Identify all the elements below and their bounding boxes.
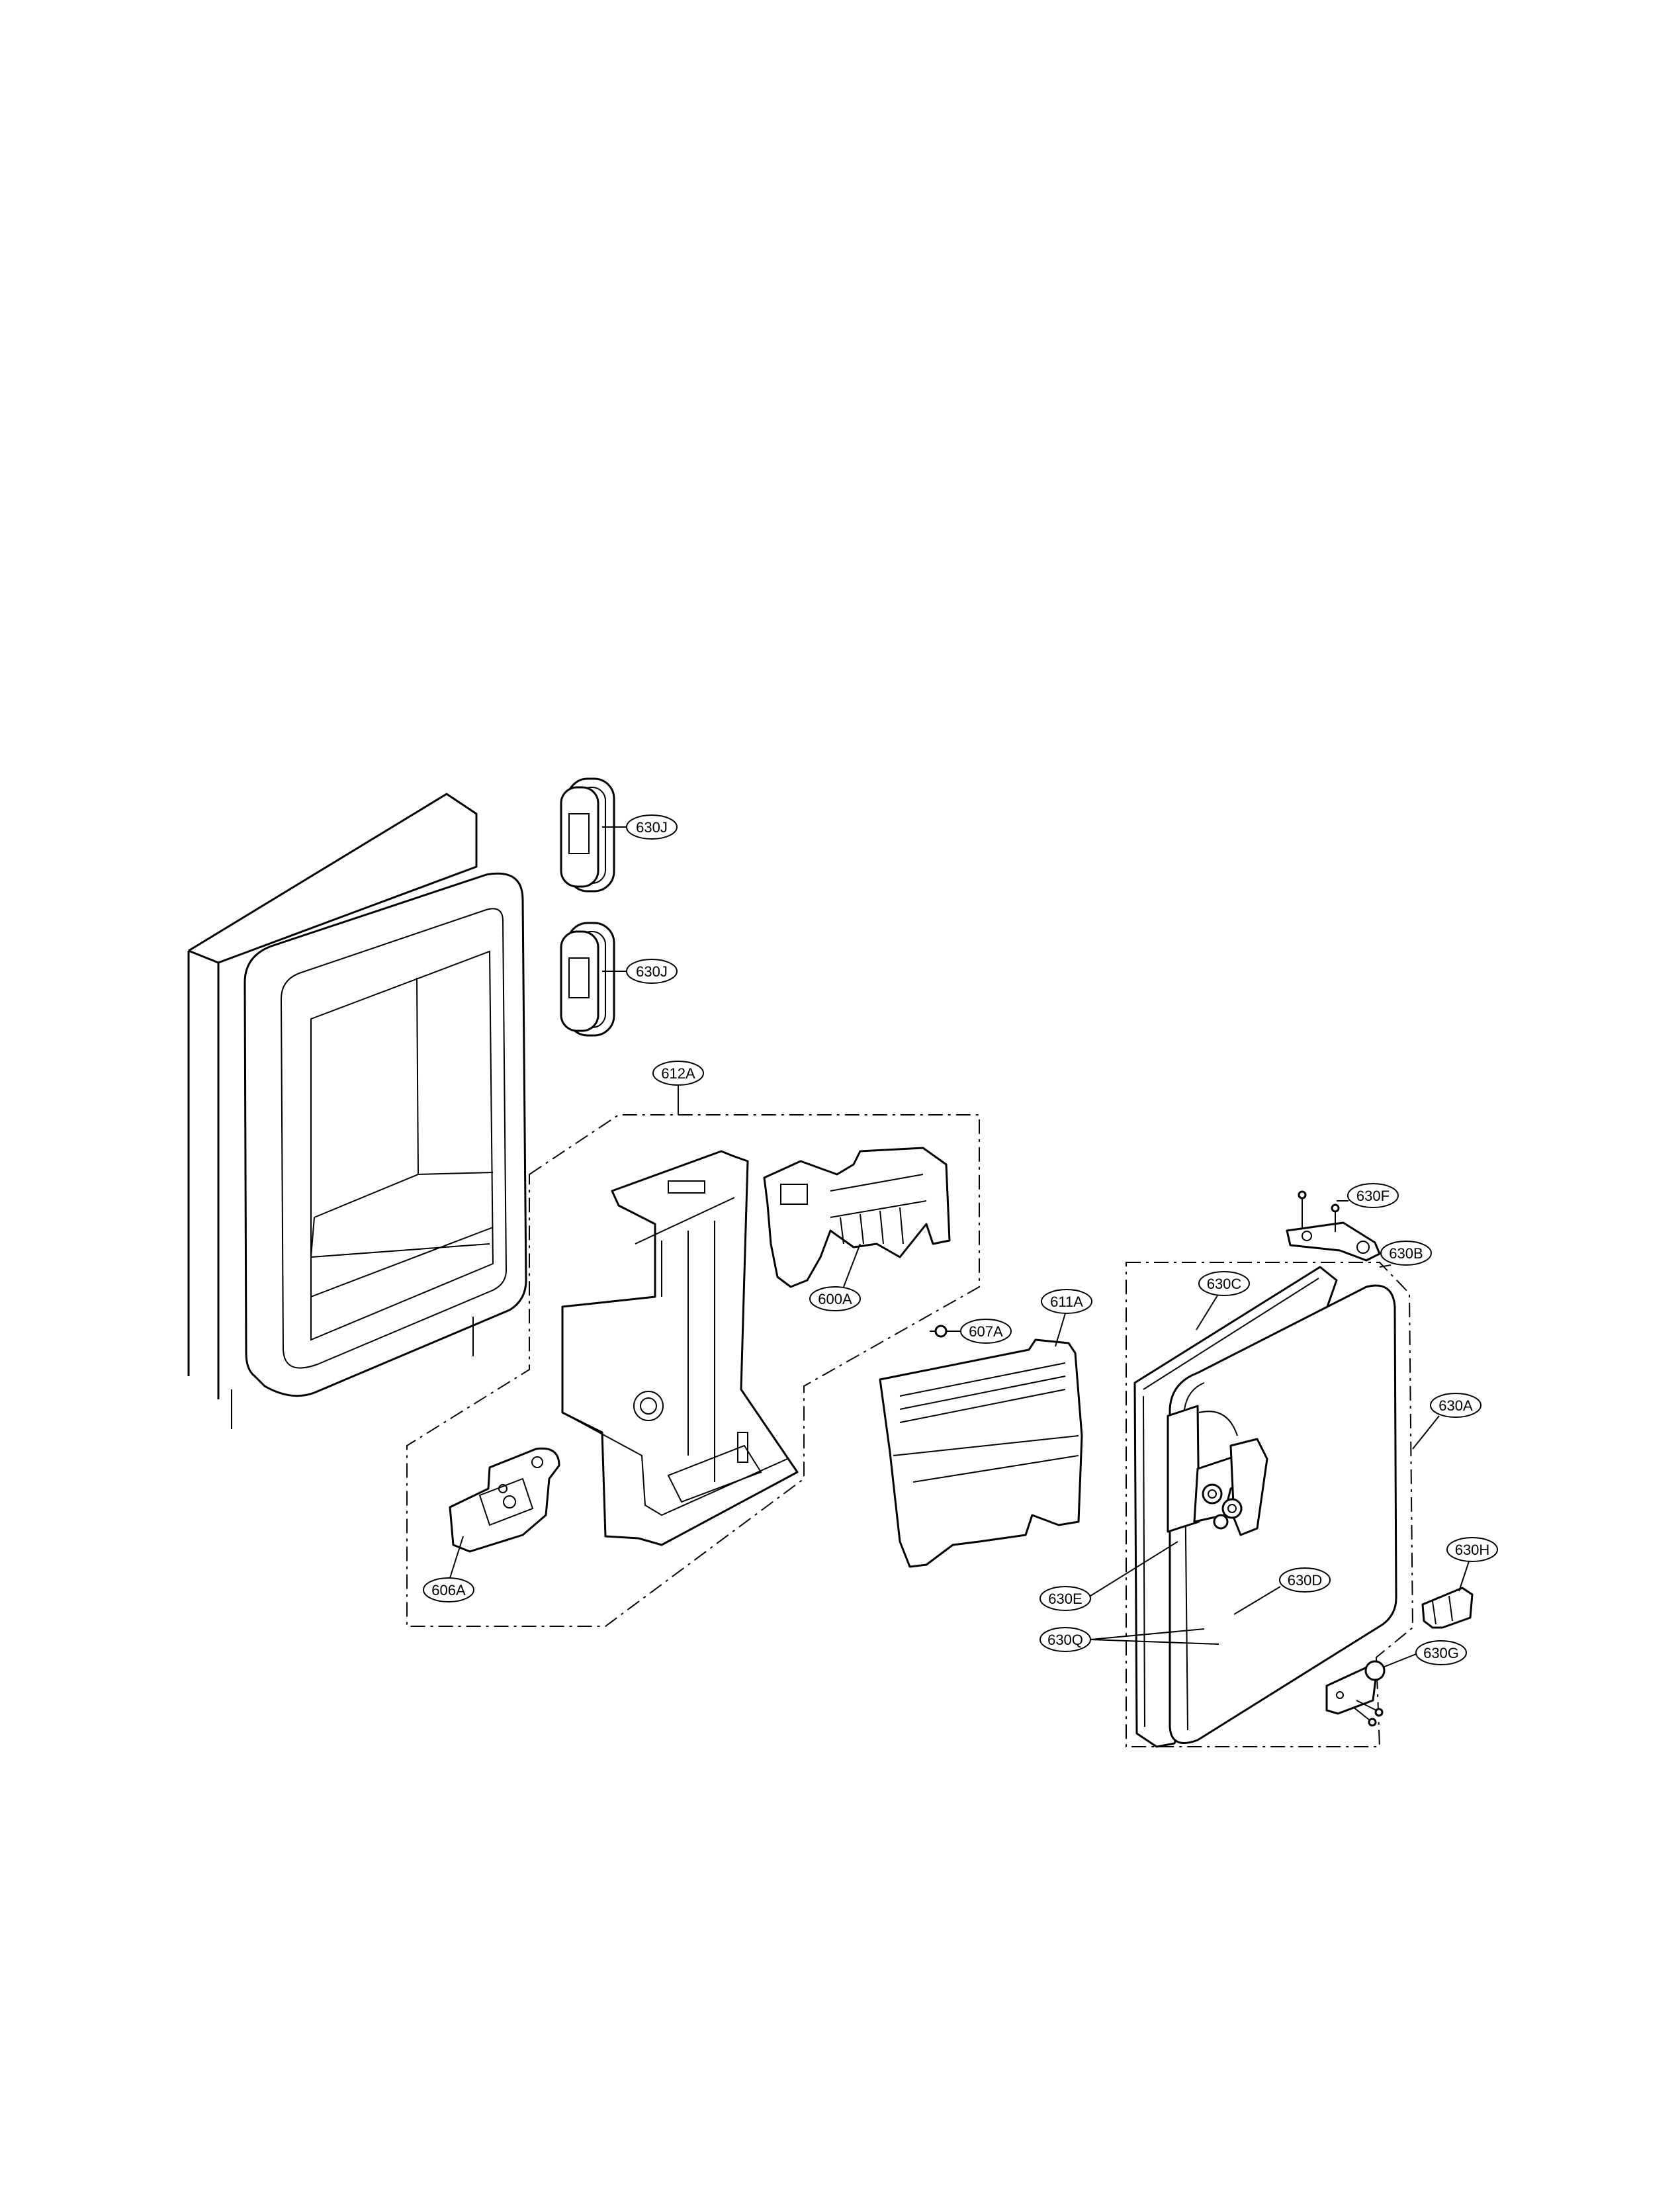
callout-611a: 611A: [1041, 1289, 1092, 1347]
callout-label: 607A: [969, 1323, 1003, 1340]
stopper-630h: [1421, 1587, 1474, 1629]
assembly-boundary-630a: [1126, 1262, 1414, 1747]
callout-label: 630J: [636, 963, 668, 980]
callout-630g: 630G: [1382, 1640, 1467, 1668]
callout-label: 630F: [1356, 1188, 1390, 1204]
assembly-boundary-612a: [406, 1114, 980, 1627]
callout-label: 630G: [1423, 1645, 1459, 1661]
callout-630c: 630C: [1196, 1271, 1250, 1331]
callout-label: 630D: [1288, 1572, 1323, 1589]
callout-label: 606A: [431, 1582, 466, 1598]
callout-630e: 630E: [1039, 1541, 1178, 1611]
callout-label: 611A: [1050, 1293, 1083, 1310]
screw-607a: [930, 1325, 948, 1338]
callout-label: 630H: [1455, 1542, 1490, 1558]
ice-maker-600a: [763, 1147, 951, 1288]
handle-630j-bottom: [560, 922, 615, 1037]
callout-label: 630A: [1438, 1397, 1473, 1414]
bracket-606a: [449, 1447, 560, 1553]
door-panel: [187, 793, 527, 1429]
handle-630j-top: [560, 777, 615, 893]
callout-label: 630J: [636, 819, 668, 836]
callout-630d: 630D: [1233, 1567, 1331, 1615]
callout-label: 630C: [1207, 1276, 1242, 1292]
callout-label: 630E: [1048, 1591, 1082, 1607]
callout-630j-top: 630J: [602, 814, 678, 840]
hinge-630f: [1286, 1190, 1381, 1262]
callout-630a: 630A: [1412, 1393, 1481, 1450]
callout-612a: 612A: [652, 1061, 704, 1115]
callout-600a: 600A: [809, 1243, 861, 1311]
callout-606a: 606A: [423, 1536, 474, 1602]
hinge-block-630e: [1167, 1405, 1238, 1533]
callout-630b: 630B: [1379, 1241, 1432, 1268]
callout-label: 630Q: [1047, 1632, 1083, 1648]
hinge-630g: [1325, 1660, 1386, 1727]
callout-607a: 607A: [946, 1319, 1012, 1344]
callout-630j-bottom: 630J: [602, 959, 678, 984]
cover-611a: [879, 1338, 1083, 1568]
callout-label: 600A: [818, 1291, 852, 1307]
callout-label: 630B: [1389, 1245, 1423, 1262]
dispenser-housing: [561, 1150, 799, 1546]
callout-label: 612A: [661, 1065, 695, 1082]
washer-630q: [1202, 1483, 1243, 1530]
callout-630q: 630Q: [1039, 1627, 1219, 1652]
callout-630h: 630H: [1446, 1537, 1498, 1592]
callout-630f: 630F: [1337, 1183, 1399, 1208]
